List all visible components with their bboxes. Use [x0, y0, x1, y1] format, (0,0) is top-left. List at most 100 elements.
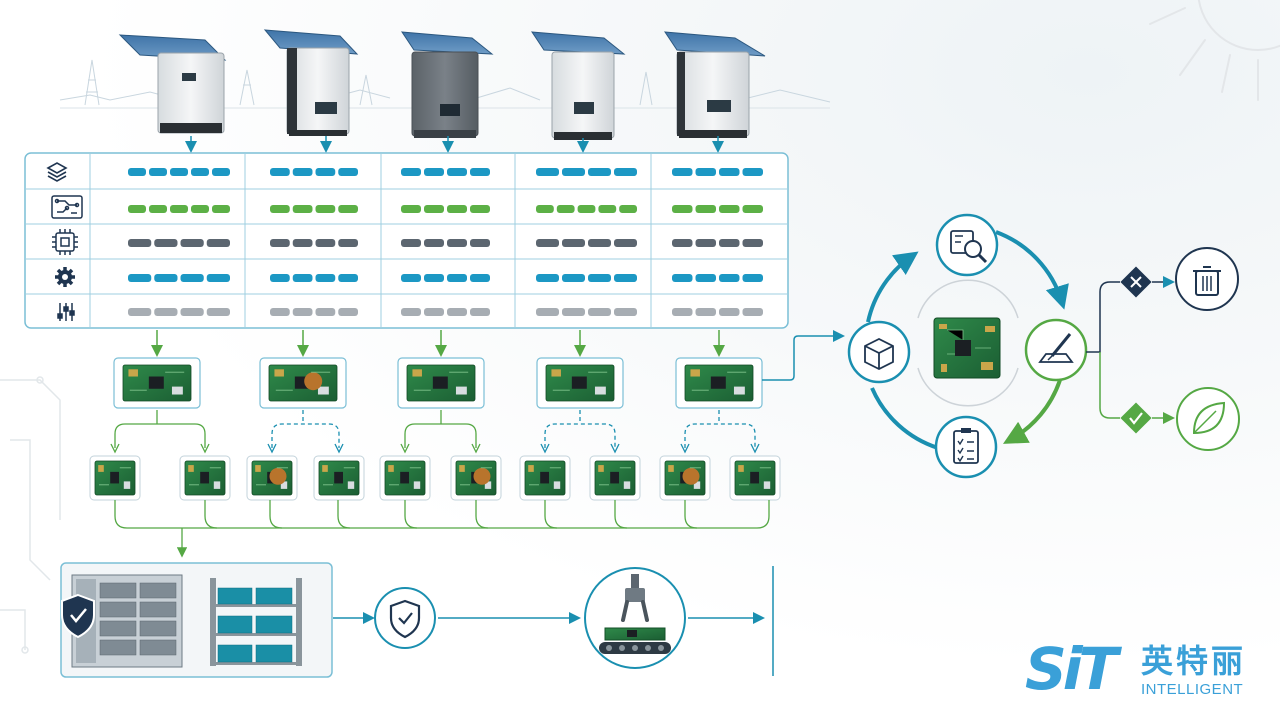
spec-pill [315, 274, 336, 282]
spec-pill [695, 274, 716, 282]
spec-pills [128, 168, 763, 316]
spec-pill [154, 274, 178, 282]
spec-pill [619, 205, 637, 213]
spec-pill [128, 239, 152, 247]
spec-pill [206, 239, 230, 247]
inspect-icon [935, 213, 999, 277]
spec-pill [588, 239, 611, 247]
spec-pill [562, 308, 585, 316]
sub-board-card [89, 455, 141, 501]
spec-pill [401, 168, 421, 176]
split-connector [540, 410, 620, 454]
spec-pill [128, 205, 146, 213]
spec-pill [424, 168, 444, 176]
split-connector [680, 410, 760, 454]
spec-pill [154, 239, 178, 247]
solar-inverter-icon [118, 34, 227, 134]
storage-rack-icon [210, 578, 302, 666]
spec-pill [719, 239, 740, 247]
sub-board-card [519, 455, 571, 501]
spec-pill [695, 239, 716, 247]
spec-pill [470, 239, 490, 247]
spec-pill [206, 274, 230, 282]
solar-inverter-icon [401, 31, 494, 138]
spec-pill [719, 274, 740, 282]
table-to-cycle-connector [762, 330, 845, 381]
spec-pill [742, 239, 763, 247]
spec-pill [470, 308, 490, 316]
spec-pill [180, 274, 204, 282]
spec-pill [719, 205, 740, 213]
main-boards [113, 357, 763, 409]
solar-inverter-icon [664, 31, 766, 138]
spec-pill [672, 205, 693, 213]
sub-board-card [313, 455, 365, 501]
spec-pill [424, 308, 444, 316]
inverter-to-table-arrows [185, 136, 724, 153]
logo-mark: SiT [1025, 635, 1118, 703]
sub-board-card [659, 455, 711, 501]
circuit-board-icon [51, 195, 83, 219]
robotic-arm-conveyor-icon [584, 567, 686, 669]
spec-pill [338, 274, 358, 282]
main-board-card [113, 357, 201, 409]
spec-pill [292, 168, 313, 176]
spec-pill [719, 168, 740, 176]
spec-pill [695, 308, 716, 316]
spec-pill [128, 308, 152, 316]
spec-pill [672, 168, 693, 176]
main-board-card [536, 357, 624, 409]
spec-pill [212, 168, 230, 176]
spec-pill [128, 274, 152, 282]
spec-pill [695, 168, 716, 176]
package-icon [847, 320, 911, 384]
spec-pill [401, 239, 421, 247]
spec-pill [180, 308, 204, 316]
spec-pill [556, 205, 575, 213]
pcb-board-icon [933, 317, 1001, 379]
sub-boards [89, 455, 781, 501]
spec-pill [154, 308, 178, 316]
company-logo: SiT 英特丽 INTELLIGENT [1025, 640, 1265, 705]
spec-pill [742, 168, 763, 176]
spec-pill [577, 205, 596, 213]
spec-pill [536, 239, 559, 247]
merge-connector [114, 500, 770, 558]
solar-inverter-icon [531, 31, 626, 140]
shield-check-icon [374, 587, 436, 649]
spec-pill [206, 308, 230, 316]
spec-pill [270, 308, 290, 316]
spec-pill [447, 168, 467, 176]
main-board-card [397, 357, 485, 409]
storage-area [60, 562, 333, 678]
checklist-icon [934, 415, 998, 479]
spec-pill [672, 274, 693, 282]
spec-pill [562, 274, 585, 282]
process-arrows [333, 566, 774, 676]
spec-pill [128, 168, 146, 176]
logo-chinese-name: 英特丽 [1141, 642, 1247, 680]
spec-pill [470, 274, 490, 282]
spec-pill [149, 168, 167, 176]
spec-pill [719, 308, 740, 316]
spec-pill [401, 308, 421, 316]
spec-pill [338, 308, 358, 316]
spec-pill [742, 205, 763, 213]
spec-pill [338, 168, 358, 176]
spec-pill [695, 205, 716, 213]
spec-pill [447, 239, 467, 247]
shield-check-icon [61, 593, 95, 639]
check-icon [1120, 402, 1152, 434]
spec-pill [149, 205, 167, 213]
spec-pill [470, 205, 490, 213]
gear-icon [55, 267, 75, 287]
trash-icon [1175, 247, 1239, 311]
spec-pill [315, 205, 336, 213]
split-connector [400, 410, 481, 454]
spec-pill [170, 168, 188, 176]
spec-pill [536, 168, 559, 176]
table-to-board-arrows [151, 330, 725, 357]
spec-pill [447, 205, 467, 213]
x-icon [1120, 266, 1152, 298]
sliders-icon [57, 303, 75, 321]
